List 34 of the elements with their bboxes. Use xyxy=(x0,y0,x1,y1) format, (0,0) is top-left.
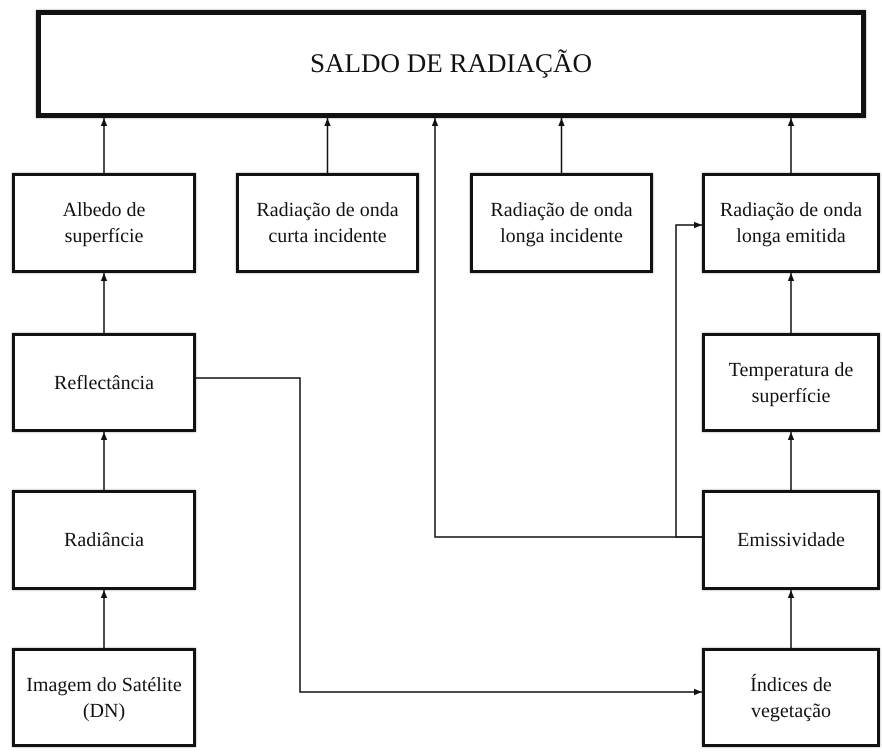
box-label: Emissividade xyxy=(737,528,845,553)
box-label: Radiação de onda longa incidente xyxy=(489,198,634,249)
arrow xyxy=(196,377,702,696)
process-box xyxy=(12,648,196,747)
box-label: Radiância xyxy=(64,528,144,553)
process-box xyxy=(702,490,880,590)
arrow xyxy=(788,432,794,490)
box-label: Temperatura de superfície xyxy=(728,358,854,408)
process-box xyxy=(470,173,653,273)
box-label: Imagem do Satélite (DN) xyxy=(25,672,183,724)
process-box xyxy=(236,173,419,273)
arrow xyxy=(100,590,108,648)
arrow xyxy=(100,273,108,333)
process-box xyxy=(12,490,196,590)
box-label: SALDO DE RADIAÇÃO xyxy=(310,47,592,80)
box-label: Radiação de onda curta incidente xyxy=(255,198,400,249)
box-label: Radiação de onda longa emitida xyxy=(718,198,864,249)
process-box xyxy=(702,333,880,432)
arrow xyxy=(788,273,794,333)
box-label: Índices de vegetação xyxy=(749,672,833,724)
arrow xyxy=(788,590,794,648)
box-label: Reflectância xyxy=(54,370,154,396)
arrow xyxy=(100,118,108,173)
process-box xyxy=(702,648,880,747)
arrow xyxy=(675,222,702,538)
arrow xyxy=(100,432,108,490)
arrow xyxy=(324,118,331,173)
box-label: Albedo de superfície xyxy=(62,198,146,249)
title-box xyxy=(36,10,866,118)
arrow xyxy=(788,118,794,173)
process-box xyxy=(12,173,196,273)
process-box xyxy=(12,333,196,432)
arrow xyxy=(558,118,565,173)
process-box xyxy=(702,173,880,273)
